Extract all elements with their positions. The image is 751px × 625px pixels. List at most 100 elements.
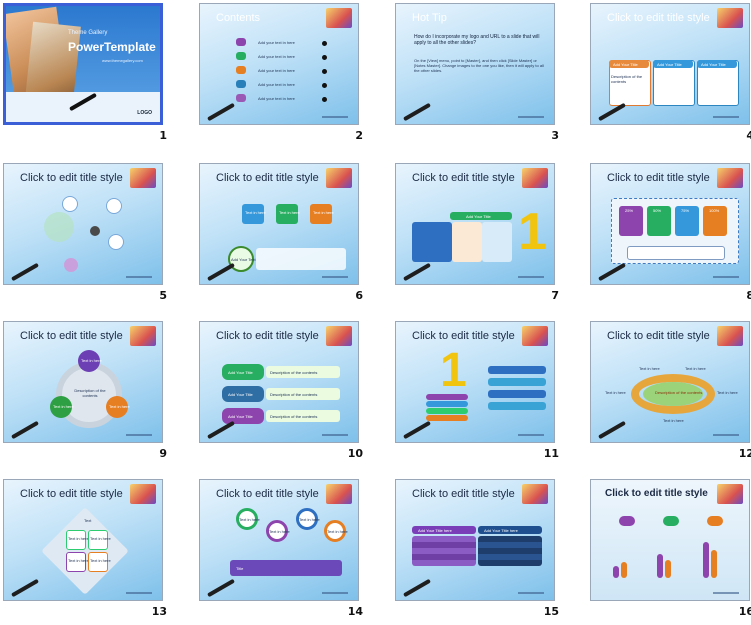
slide-9-preview[interactable]: Click to edit title style Description of… — [3, 321, 163, 443]
slide-6-preview[interactable]: Click to edit title style Text in here T… — [199, 163, 359, 285]
slide-thumbnail-7[interactable]: Click to edit title style Add Your Title… — [395, 163, 561, 302]
circle-node — [324, 520, 346, 542]
slide-number: 6 — [355, 289, 363, 302]
footer-line — [322, 116, 348, 118]
slide-thumbnail-14[interactable]: Click to edit title style Text in here T… — [199, 479, 365, 618]
pen-icon — [207, 102, 235, 122]
cell — [88, 552, 108, 572]
bar-label: 100% — [709, 208, 720, 213]
slide-number: 7 — [551, 289, 559, 302]
slide-5-preview[interactable]: Click to edit title style — [3, 163, 163, 285]
desc-bar — [266, 410, 340, 422]
slide-title: Hot Tip — [412, 12, 447, 24]
bar — [665, 560, 671, 578]
slide-14-preview[interactable]: Click to edit title style Text in here T… — [199, 479, 359, 601]
ring-label: Text in here — [685, 366, 706, 371]
slide-thumbnail-13[interactable]: Click to edit title style Text in here T… — [3, 479, 169, 618]
arrow-block — [412, 222, 452, 262]
slide-8-preview[interactable]: Click to edit title style 25% 50% 75% 10… — [590, 163, 750, 285]
slide-thumbnail-12[interactable]: Click to edit title style Description of… — [590, 321, 751, 460]
slide-number: 9 — [159, 447, 167, 460]
pen-icon — [207, 578, 235, 598]
slide-thumbnail-11[interactable]: Click to edit title style 1 11 — [395, 321, 561, 460]
node — [62, 196, 78, 212]
clipart-icon — [326, 168, 352, 188]
node-label: Text in here — [327, 529, 348, 534]
slide-thumbnail-15[interactable]: Click to edit title style Add Your Title… — [395, 479, 561, 618]
footer-line — [518, 116, 544, 118]
slide-thumbnail-16[interactable]: Click to edit title style 16 — [590, 479, 751, 618]
node — [50, 396, 72, 418]
pen-icon — [598, 420, 626, 440]
big-number: 1 — [440, 344, 467, 397]
bullet-icon — [236, 38, 246, 46]
card-header — [697, 60, 737, 68]
slide-1-preview[interactable]: Theme Gallery PowerTemplate www.themegal… — [3, 3, 163, 125]
slide-title: Click to edit title style — [216, 488, 319, 500]
bullet-icon — [236, 66, 246, 74]
slide-10-preview[interactable]: Click to edit title style Add Your Title… — [199, 321, 359, 443]
bar — [613, 566, 619, 578]
content-item: Add your text in here — [258, 96, 295, 101]
slide-16-preview[interactable]: Click to edit title style — [590, 479, 750, 601]
box-label: Text in here — [313, 210, 334, 215]
ring — [631, 374, 715, 414]
slide-thumbnail-8[interactable]: Click to edit title style 25% 50% 75% 10… — [590, 163, 751, 302]
text-box — [310, 204, 332, 224]
ring-label: Text in here — [717, 390, 738, 395]
bar — [621, 562, 627, 578]
slide-2-preview[interactable]: Contents Add your text in here Add your … — [199, 3, 359, 125]
pen-icon — [11, 262, 39, 282]
footer-line — [126, 592, 152, 594]
table-header — [412, 526, 476, 534]
ring-center: Description of the contents — [74, 388, 106, 398]
slide-thumbnail-6[interactable]: Click to edit title style Text in here T… — [199, 163, 365, 302]
ring-label: Text in here — [639, 366, 660, 371]
slide-4-preview[interactable]: Click to edit title style Add Your Title… — [590, 3, 750, 125]
slide-thumbnail-1[interactable]: Theme Gallery PowerTemplate www.themegal… — [3, 3, 169, 142]
footer-line — [518, 592, 544, 594]
slide-thumbnail-9[interactable]: Click to edit title style Description of… — [3, 321, 169, 460]
bar — [703, 206, 727, 236]
slide-thumbnail-3[interactable]: Hot Tip How do I incorporate my logo and… — [395, 3, 561, 142]
slide-number: 14 — [347, 605, 363, 618]
slide-number: 12 — [738, 447, 751, 460]
bar — [657, 554, 663, 578]
node — [106, 396, 128, 418]
slide-number: 8 — [746, 289, 751, 302]
slide-title: Click to edit title style — [20, 330, 123, 342]
footer-line — [713, 592, 739, 594]
circle-label: Add Your Text — [231, 257, 256, 262]
slide-title: Click to edit title style — [412, 172, 515, 184]
bar-label: 75% — [681, 208, 690, 213]
header-bar — [450, 212, 512, 220]
slide-title: Click to edit title style — [607, 330, 710, 342]
slide-thumbnail-10[interactable]: Click to edit title style Add Your Title… — [199, 321, 365, 460]
item-bar — [488, 402, 546, 410]
clipart-icon — [326, 484, 352, 504]
slide-7-preview[interactable]: Click to edit title style Add Your Title… — [395, 163, 555, 285]
item-bar — [488, 378, 546, 386]
clipart-icon — [130, 168, 156, 188]
pen-icon — [207, 420, 235, 440]
slide-title: Click to edit title style — [412, 488, 515, 500]
ring-label: Text in here — [663, 418, 684, 423]
card-title: Add Your Title — [657, 62, 682, 67]
slide-thumbnail-2[interactable]: Contents Add your text in here Add your … — [199, 3, 365, 142]
slide-11-preview[interactable]: Click to edit title style 1 — [395, 321, 555, 443]
slide-3-preview[interactable]: Hot Tip How do I incorporate my logo and… — [395, 3, 555, 125]
table-body — [412, 536, 476, 566]
slide-13-preview[interactable]: Click to edit title style Text in here T… — [3, 479, 163, 601]
bar — [619, 206, 643, 236]
card-title: Add Your Title — [613, 62, 638, 67]
footer-line — [518, 434, 544, 436]
banner — [230, 560, 342, 576]
card-text: Description of the contents — [611, 74, 643, 84]
slide-12-preview[interactable]: Click to edit title style Description of… — [590, 321, 750, 443]
pen-icon — [403, 262, 431, 282]
slide-thumbnail-4[interactable]: Click to edit title style Add Your Title… — [590, 3, 751, 142]
slide-15-preview[interactable]: Click to edit title style Add Your Title… — [395, 479, 555, 601]
slide-thumbnail-5[interactable]: Click to edit title style 5 — [3, 163, 169, 302]
slide-number: 4 — [746, 129, 751, 142]
slide-number: 5 — [159, 289, 167, 302]
